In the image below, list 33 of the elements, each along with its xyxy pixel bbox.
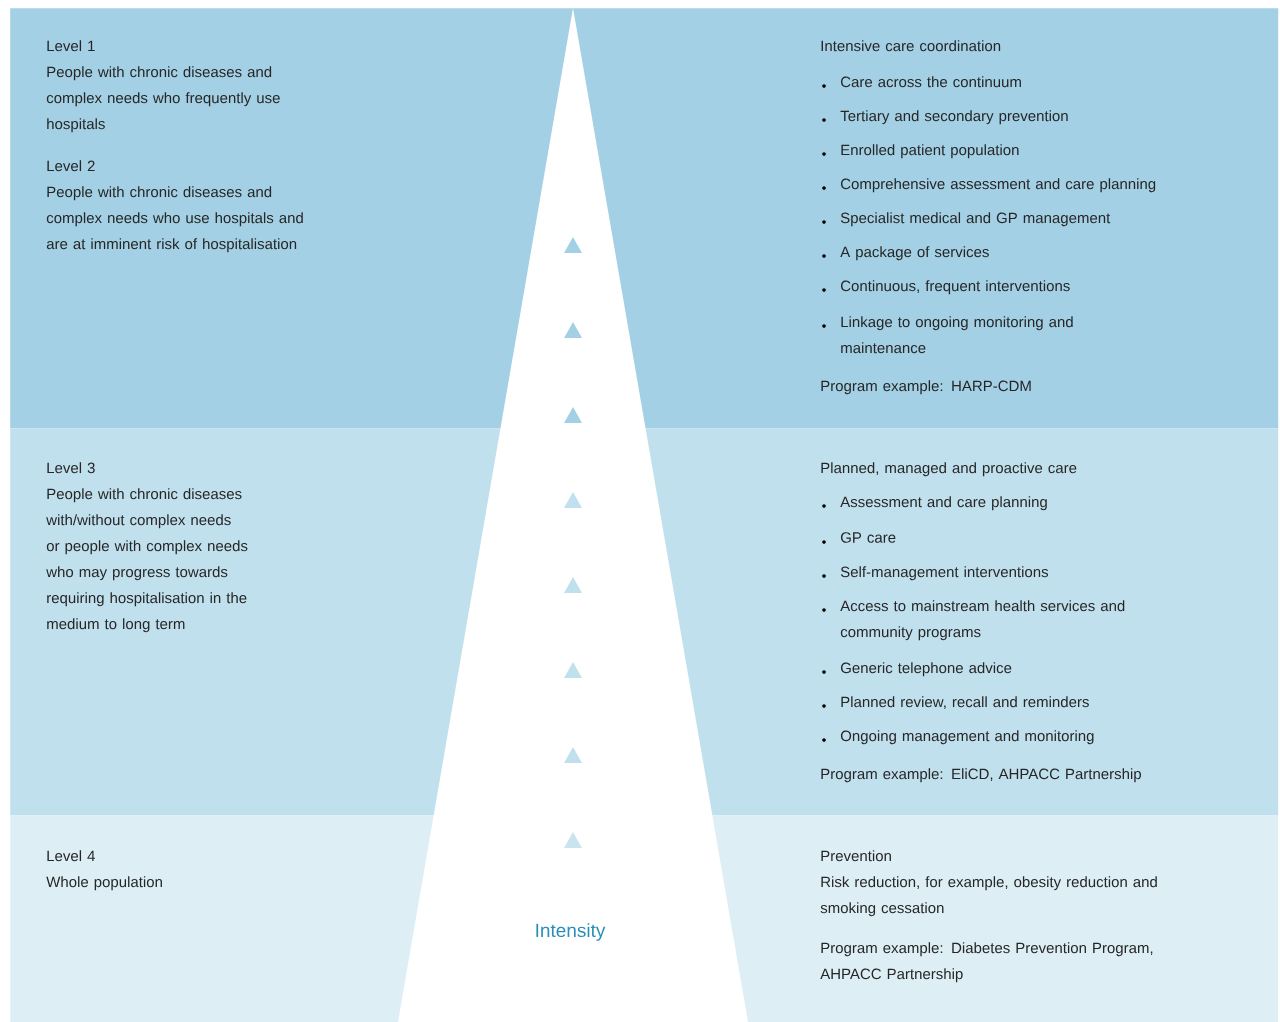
list-item: Care across the continuum — [822, 76, 1021, 88]
list-item: Specialist medical and GP management — [822, 212, 1111, 227]
heading-text: Prevention — [821, 850, 891, 862]
heading-text: Level 3 — [47, 462, 95, 474]
list-item: Linkage to ongoing monitoring and maintenance — [822, 316, 1073, 354]
node-label: GP care — [840, 532, 896, 543]
list-item: A package of services — [822, 246, 989, 261]
list-item: Assessment and care planning — [822, 496, 1047, 511]
description-text: People with chronic diseases and complex needs who frequently use hospitals — [46, 66, 280, 133]
description-text: Whole population — [46, 876, 162, 891]
list-item: Comprehensive assessment and care planning — [822, 178, 1156, 193]
heading-text: Planned, managed and proactive care — [821, 462, 1077, 477]
list-item: Self-management interventions — [822, 566, 1049, 581]
list-item: Access to mainstream health services and community programs — [822, 600, 1125, 641]
description-text: People with chronic diseases and complex needs who use hospitals and are at imminent risk of hospitalisation — [46, 186, 303, 253]
description-text: People with chronic diseases with/without complex needs or people with complex needs who may progress towards requiring hospitalisation in the medium to long term — [46, 488, 248, 633]
heading-text: Level 1 — [47, 40, 95, 52]
list-item: Continuous, frequent interventions — [822, 280, 1070, 295]
list-item: GP care — [822, 532, 896, 544]
list-item: Tertiary and secondary prevention — [822, 110, 1068, 125]
axis-label: Intensity — [536, 923, 606, 941]
list-item: Planned review, recall and reminders — [822, 696, 1089, 709]
heading-text: Level 4 — [47, 850, 95, 862]
heading-text: Program example: HARP-CDM — [821, 380, 1031, 395]
heading-text: Intensive care coordination — [821, 40, 1001, 52]
heading-text: Program example: Diabetes Prevention Program, AHPACC Partnership — [820, 942, 1153, 983]
description-text: Risk reduction, for example, obesity reduction and smoking cessation — [820, 876, 1157, 917]
list-item: Generic telephone advice — [822, 662, 1012, 677]
list-item: Ongoing management and monitoring — [822, 730, 1094, 745]
heading-text: Level 2 — [47, 160, 95, 172]
band — [10, 8, 1279, 429]
list-item: Enrolled patient population — [822, 144, 1019, 159]
heading-text: Program example: EliCD, AHPACC Partnership — [821, 768, 1141, 783]
